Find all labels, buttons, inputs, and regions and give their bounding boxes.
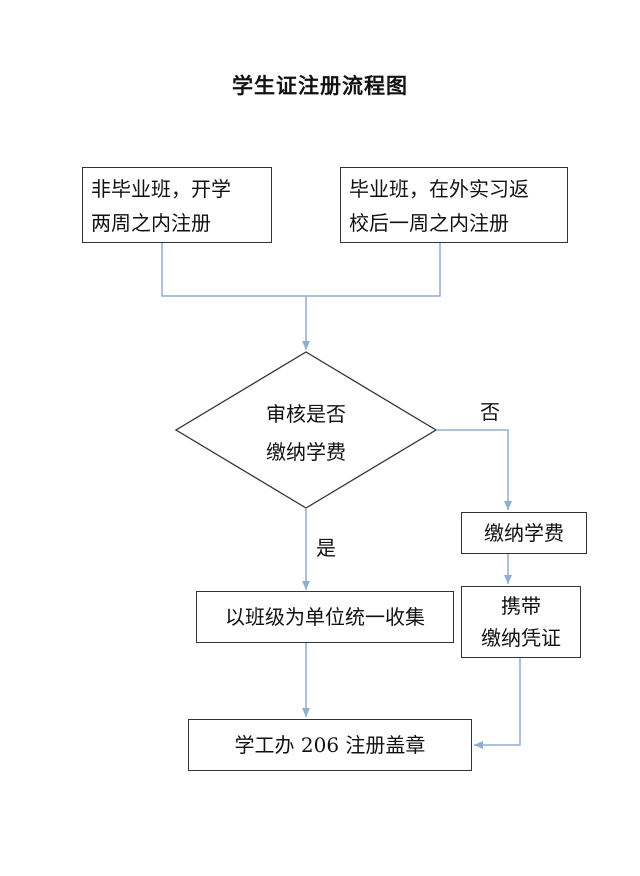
node-bring-receipt-line2: 缴纳凭证 (481, 626, 561, 650)
node-check-fee: 审核是否 缴纳学费 (176, 395, 436, 471)
page-title: 学生证注册流程图 (232, 74, 408, 98)
node-graduating: 毕业班，在外实习返 校后一周之内注册 (340, 167, 568, 243)
connector-no-branch (436, 429, 512, 510)
node-pay-fee: 缴纳学费 (461, 512, 587, 554)
node-class-collect-label: 以班级为单位统一收集 (225, 605, 425, 629)
node-graduating-line1: 毕业班，在外实习返 (349, 177, 529, 201)
node-non-graduating: 非毕业班，开学 两周之内注册 (82, 167, 272, 243)
edge-label-yes: 是 (316, 536, 336, 560)
connector-receipt-to-office (474, 658, 521, 749)
connector-left-box-down (161, 243, 306, 297)
node-class-collect: 以班级为单位统一收集 (196, 591, 454, 643)
node-office-stamp-label: 学工办 206 注册盖章 (234, 733, 426, 757)
node-office-stamp: 学工办 206 注册盖章 (188, 719, 472, 771)
node-check-fee-line1: 审核是否 (266, 402, 346, 426)
node-non-graduating-line1: 非毕业班，开学 (91, 177, 231, 201)
node-check-fee-line2: 缴纳学费 (266, 440, 346, 464)
node-non-graduating-line2: 两周之内注册 (91, 211, 211, 235)
node-bring-receipt: 携带 缴纳凭证 (461, 586, 581, 658)
node-pay-fee-label: 缴纳学费 (484, 521, 564, 545)
connector-right-box-down (306, 243, 441, 297)
node-bring-receipt-line1: 携带 (501, 594, 541, 618)
edge-label-no: 否 (480, 400, 500, 424)
node-graduating-line2: 校后一周之内注册 (349, 211, 509, 235)
